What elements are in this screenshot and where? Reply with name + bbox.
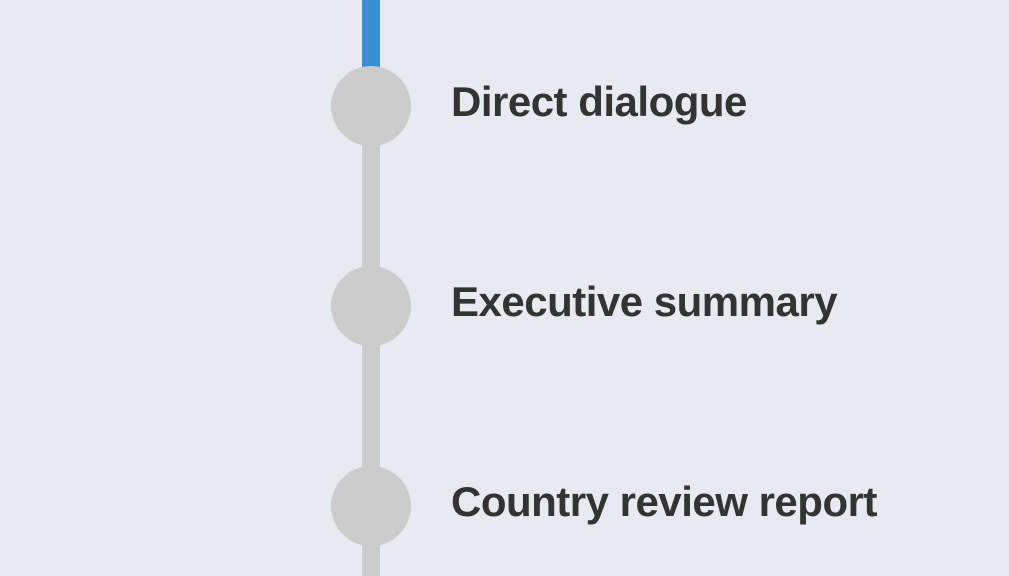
timeline-step-direct-dialogue[interactable]: Direct dialogue bbox=[0, 66, 1009, 146]
step-label: Direct dialogue bbox=[451, 78, 747, 125]
timeline-step-executive-summary[interactable]: Executive summary bbox=[0, 266, 1009, 346]
step-node-marker bbox=[331, 466, 411, 546]
timeline-progress-track bbox=[362, 0, 380, 72]
timeline-step-country-review-report[interactable]: Country review report bbox=[0, 466, 1009, 546]
step-label: Executive summary bbox=[451, 278, 838, 325]
step-node-marker bbox=[331, 266, 411, 346]
step-label: Country review report bbox=[451, 478, 877, 525]
step-node-marker bbox=[331, 66, 411, 146]
